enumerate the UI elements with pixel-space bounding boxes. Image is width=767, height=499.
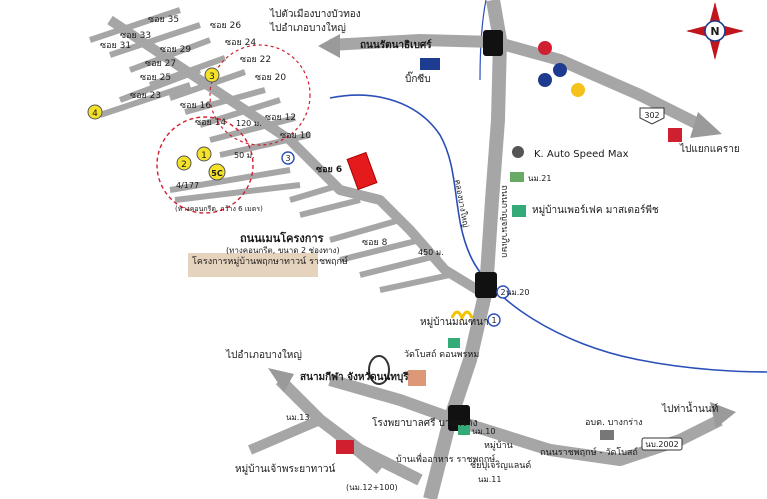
route-2002-shield: นบ.2002 [641,437,683,451]
arrow-northwest-bottom [268,368,294,392]
svg-text:5C: 5C [211,169,223,178]
label-nm12-100: (นม.12+100) [346,483,398,492]
lower-road-2 [248,415,384,474]
svg-text:3: 3 [209,72,215,82]
label-project-road-sub: (ทางคอนกรีต, ขนาด 2 ช่องทาง) [226,246,340,255]
overpass-bottom [448,405,470,431]
label-village-monthon: หมู่บ้านมณฑนา [420,316,489,328]
label-rattanathibet-road: ถนนรัตนาธิเบศร์ [360,39,432,51]
label-soi6: ซอย 6 [316,165,342,175]
label-to-khae-rai: ไปแยกแคราย [679,143,740,155]
svg-text:ซอย 10: ซอย 10 [280,131,311,141]
svg-text:ซอย 16: ซอย 16 [180,101,211,111]
label-nm10: นม.10 [472,427,495,436]
svg-text:ซอย 29: ซอย 29 [160,45,191,55]
svg-text:ซอย 24: ซอย 24 [225,38,256,48]
label-market: บ้านเพื่ออาหาร ราชพฤกษ์ [396,452,495,465]
svg-text:3: 3 [285,154,290,163]
svg-text:ซอย 20: ซอย 20 [255,73,286,83]
label-project-name: โครงการหมู่บ้านพฤกษาทาวน์ ราชพฤกษ์ [192,255,348,267]
label-plot-sub: (ทางคอนกรีต, กว้าง 6 เมตร) [175,205,263,213]
label-nm11: นม.11 [478,475,501,484]
svg-text:N: N [710,25,719,38]
label-plot: 4/177 [176,181,199,190]
svg-text:ซอย 25: ซอย 25 [140,73,171,83]
arrow-west-top [318,34,340,58]
label-to-bang-yai-top: ไปอำเภอบางใหญ่ [269,22,346,34]
map-labels: ไปตัวเมืองบางบัวทอง ไปอำเภอบางใหญ่ ถนนรั… [175,8,740,492]
label-to-bang-yai-bottom: ไปอำเภอบางใหญ่ [225,349,302,361]
dashed-area-2 [209,44,311,146]
overpass-top [483,30,503,56]
svg-text:302: 302 [644,111,659,120]
label-dist-450: 450 ม. [418,248,444,257]
rattanathibet-road [329,34,703,131]
label-dist-50: 50 ม. [234,151,255,160]
poi-icons [336,41,682,454]
svg-text:ซอย 14: ซอย 14 [195,118,226,128]
label-to-tha-nam: ไปท่าน้ำนนท์ [661,401,718,415]
label-village-bottom2: ชัยปุเจริญแลนด์ [470,459,531,471]
svg-text:ซอย 35: ซอย 35 [148,15,179,25]
label-bigc: บิ๊กซีบ [405,71,431,85]
svg-text:1: 1 [201,151,207,161]
label-rachaphruek-road: ถนนราชพฤกษ์ - วัดโบสถ์ [540,446,638,458]
label-nm21: นม.21 [528,174,551,183]
dashed-area [156,116,254,214]
svg-text:ซอย 23: ซอย 23 [130,91,161,101]
label-nm20: นม.20 [506,288,529,297]
river [329,94,767,373]
svg-text:1: 1 [491,316,496,325]
label-to-bang-bua-thong: ไปตัวเมืองบางบัวทอง [269,8,361,20]
svg-text:ซอย 33: ซอย 33 [120,31,151,41]
svg-text:2: 2 [500,288,505,297]
label-hospital: โรงพยาบาลศรี บางกร่าง [372,416,478,429]
label-project-road: ถนนเมนโครงการ [240,231,324,245]
label-k-auto: K. Auto Speed Max [534,149,629,160]
label-stadium: สนามกีฬา จังหวัดนนทบุรี [300,371,409,383]
svg-text:4: 4 [92,109,98,119]
label-kanchana-road: ถนนกาญจนาภิเษก [499,185,510,258]
svg-text:นบ.2002: นบ.2002 [645,440,678,449]
svg-text:ซอย 22: ซอย 22 [240,55,271,65]
svg-text:ซอย 27: ซอย 27 [145,59,176,69]
label-village-bottom: หมู่บ้าน [484,440,513,451]
label-temple: วัดโบสถ์ ดอนพรหม [404,348,479,360]
label-dist-120: 120 ม. [236,119,262,128]
blue-markers: 3 2 1 [281,151,510,327]
svg-text:ซอย 8: ซอย 8 [362,238,388,248]
svg-text:2: 2 [181,160,187,170]
arrow-east-bottom [710,402,736,428]
label-village-chaophraya: หมู่บ้านเจ้าพระยาทาวน์ [235,463,336,475]
overpass-mid [475,272,497,298]
route-302-shield: 302 [639,107,665,125]
yellow-markers: 4 3 2 1 5C [87,67,226,181]
label-khlong: คลองบางใหญ่ [453,179,470,228]
project-label-box [188,253,318,277]
label-village-pipe: หมู่บ้านเพอร์เฟค มาสเตอร์พีช [532,204,659,216]
svg-text:ซอย 31: ซอย 31 [100,41,131,51]
svg-text:ซอย 26: ซอย 26 [210,21,241,31]
label-bang-krang: อบต. บางกร่าง [585,418,643,428]
soi-labels: ซอย 35 ซอย 33 ซอย 31 ซอย 29 ซอย 27 ซอย 2… [100,15,388,248]
main-soi [107,15,489,300]
arrow-east-top [690,112,722,138]
svg-text:ซอย 12: ซอย 12 [265,113,296,123]
label-nm13: นม.13 [286,413,309,422]
project-location [346,151,378,191]
compass-icon: N [686,2,744,60]
